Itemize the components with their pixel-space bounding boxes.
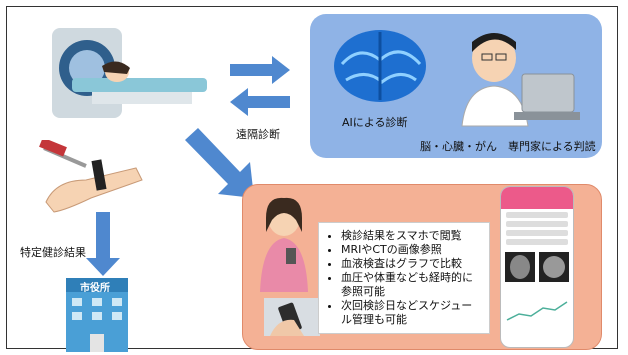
city-hall-illustration bbox=[66, 278, 128, 352]
brain-illustration bbox=[334, 30, 426, 102]
city-hall-sign: 市役所 bbox=[80, 283, 110, 294]
phone-hand-photo bbox=[264, 298, 320, 336]
smartphone-screen-illustration bbox=[500, 186, 574, 348]
ai-diagnosis-label: AIによる診断 bbox=[342, 116, 408, 129]
phone-line-chart bbox=[506, 301, 568, 321]
remote-diagnosis-label: 遠隔診断 bbox=[236, 128, 280, 141]
specialist-reading-label: 脳・心臓・がん 専門家による判読 bbox=[420, 140, 596, 153]
phone-xray-images bbox=[505, 252, 569, 282]
feature-item: MRIやCTの画像参照 bbox=[341, 243, 483, 257]
doctor-illustration bbox=[461, 33, 580, 127]
phone-text-row bbox=[506, 230, 568, 236]
app-features-list: 検診結果をスマホで閲覧 MRIやCTの画像参照 血液検査はグラフで比較 血圧や体… bbox=[318, 222, 490, 334]
woman-with-phone-illustration bbox=[260, 197, 308, 292]
feature-item: 血圧や体重なども経時的に参照可能 bbox=[341, 271, 483, 299]
phone-app-header bbox=[501, 187, 573, 209]
checkup-results-label: 特定健診結果 bbox=[20, 246, 86, 259]
arrow-to-ai bbox=[230, 56, 290, 84]
phone-text-row bbox=[506, 221, 568, 227]
phone-text-row bbox=[506, 239, 568, 245]
phone-text-row bbox=[506, 212, 568, 218]
feature-item: 血液検査はグラフで比較 bbox=[341, 257, 483, 271]
arrow-down-cityhall bbox=[86, 212, 120, 276]
arrow-to-app bbox=[185, 128, 254, 198]
arrow-from-ai bbox=[230, 88, 290, 116]
feature-item: 検診結果をスマホで閲覧 bbox=[341, 229, 483, 243]
blood-test-illustration bbox=[39, 140, 143, 213]
mri-scanner-illustration bbox=[52, 28, 207, 118]
feature-item: 次回検診日などスケジュール管理も可能 bbox=[341, 299, 483, 327]
